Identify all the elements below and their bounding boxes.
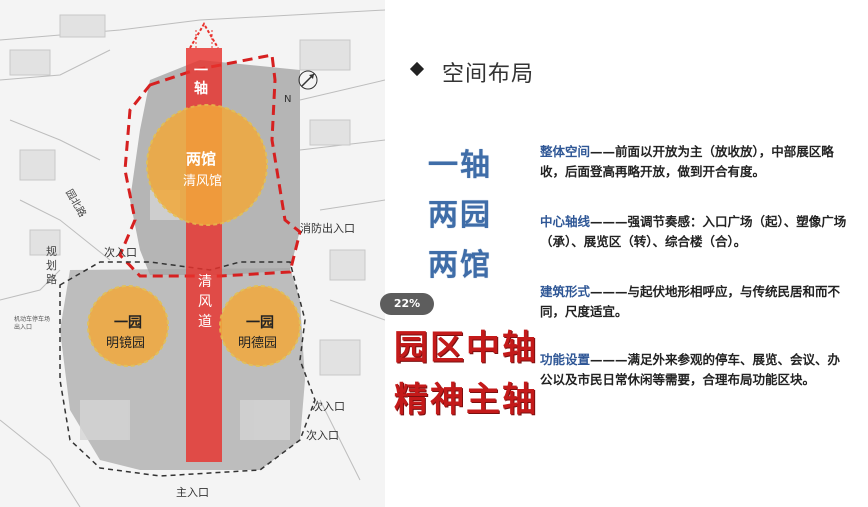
description-architecture: 建筑形式———与起伏地形相呼应，与传统民居和而不同，尺度适宜。: [540, 282, 850, 322]
road-plan-label: 规划路: [46, 245, 57, 286]
axis-arrow: [189, 22, 219, 49]
axis-label: 一轴: [194, 63, 208, 97]
progress-badge: 22%: [380, 293, 434, 315]
description-overall: 整体空间——前面以开放为主（放收放），中部展区略收，后面登高再略开放，做到开合有…: [540, 142, 850, 182]
description-text: ———满足外来参观的停车、展览、会议、办公以及市民日常休闲等需要，合理布局功能区…: [540, 352, 841, 387]
description-key: 中心轴线: [540, 214, 591, 229]
parking-label: 机动车停车场出入口: [14, 316, 51, 331]
fire-entrance-label: 消防出入口: [300, 222, 355, 235]
hall-circle: [146, 104, 268, 226]
svg-text:N: N: [284, 94, 291, 105]
garden-right-title: 一园: [246, 315, 274, 331]
garden-left-name: 明镜园: [106, 336, 146, 351]
road-label: 清风道: [198, 274, 212, 330]
keyword-spirit-axis: 精神主轴: [394, 380, 538, 420]
description-text: ——前面以开放为主（放收放），中部展区略收，后面登高再略开放，做到开合有度。: [540, 144, 834, 179]
garden-left-circle: [87, 285, 169, 367]
keyword-gardens: 两园: [428, 198, 492, 233]
main-entrance-label: 主入口: [176, 486, 209, 499]
garden-right-name: 明德园: [238, 336, 278, 351]
hall-name: 清风馆: [183, 174, 223, 189]
diamond-bullet-icon: [409, 61, 425, 77]
garden-left-title: 一园: [114, 315, 142, 331]
description-axis: 中心轴线———强调节奏感：入口广场（起）、塑像广场（承）、展览区（转）、综合楼（…: [540, 212, 850, 252]
secondary-entrance-east-2: 次入口: [306, 429, 339, 442]
south-boundary: [59, 261, 316, 477]
keyword-halls: 两馆: [428, 248, 492, 283]
section-title: 空间布局: [442, 62, 535, 87]
garden-right-circle: [219, 285, 301, 367]
north-arrow-icon: N: [284, 70, 318, 105]
description-key: 建筑形式: [540, 284, 591, 299]
description-text: ———强调节奏感：入口广场（起）、塑像广场（承）、展览区（转）、综合楼（合）。: [540, 214, 847, 249]
description-key: 功能设置: [540, 352, 591, 367]
secondary-entrance-west: 次入口: [104, 246, 137, 259]
keyword-axis: 一轴: [428, 148, 492, 183]
north-boundary: [118, 53, 302, 278]
secondary-entrance-east-1: 次入口: [312, 400, 345, 413]
site-plan-map: N: [0, 0, 385, 507]
description-function: 功能设置———满足外来参观的停车、展览、会议、办公以及市民日常休闲等需要，合理布…: [540, 350, 850, 390]
description-key: 整体空间: [540, 144, 591, 159]
hall-title: 两馆: [186, 150, 217, 168]
keyword-central-axis: 园区中轴: [394, 328, 538, 368]
description-text: ———与起伏地形相呼应，与传统民居和而不同，尺度适宜。: [540, 284, 841, 319]
